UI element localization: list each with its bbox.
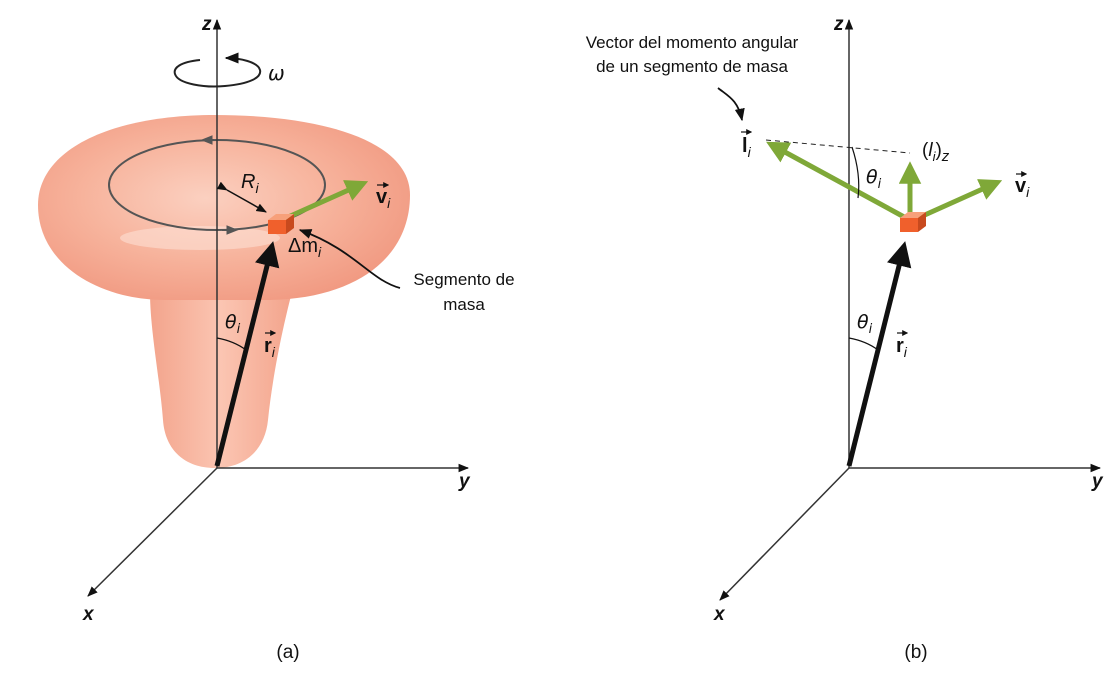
z-axis-label-b: z [833, 14, 844, 35]
x-axis [87, 467, 218, 597]
caption-b: (b) [904, 642, 927, 663]
y-axis-label-b: y [1091, 471, 1104, 492]
mass-callout-pointer [298, 229, 401, 289]
rigid-body [38, 115, 410, 468]
z-component-label: (li)z [922, 140, 950, 165]
angle-label-b-top: θi [866, 166, 882, 192]
mass-callout-line1: Segmento de [413, 270, 514, 289]
angular-momentum-label: li [742, 135, 752, 160]
angle-label-b-lower: θi [857, 311, 873, 337]
caption-a: (a) [276, 642, 299, 663]
panel-b: z y x Vector del momento angular de un s… [586, 14, 1104, 663]
angle-arc-b-lower [848, 337, 879, 351]
angle-arc [216, 337, 247, 351]
angle-label: θi [225, 311, 241, 337]
x-axis-label: x [82, 604, 95, 625]
x-axis-b [719, 467, 850, 601]
velocity-label-b: vi [1015, 175, 1030, 200]
position-label-b: ri [896, 335, 908, 360]
z-axis-label: z [201, 14, 212, 35]
angular-callout-pointer [717, 87, 745, 122]
position-label: ri [264, 335, 276, 360]
position-vector [214, 241, 280, 467]
y-axis-label: y [458, 471, 471, 492]
angular-callout-line1: Vector del momento angular [586, 33, 799, 52]
velocity-vector [284, 180, 369, 221]
radius-arrow [216, 181, 267, 213]
angular-callout-line2: de un segmento de masa [596, 57, 788, 76]
position-vector-b [846, 241, 912, 467]
omega-rotation-icon [173, 52, 262, 88]
panel-a: z y x ω Ri vi ri θi [38, 14, 515, 663]
x-axis-label-b: x [713, 604, 726, 625]
mass-segment-cube-b [900, 212, 926, 232]
mass-callout-line2: masa [443, 295, 485, 314]
radius-label: Ri [241, 171, 259, 196]
velocity-vector-b [916, 179, 1003, 221]
velocity-label: vi [376, 186, 391, 211]
omega-label: ω [268, 61, 285, 85]
mass-label: Δmi [288, 235, 322, 260]
angle-arc-b [851, 146, 860, 199]
angular-momentum-vector [766, 141, 908, 221]
projection-dashed-line [765, 139, 911, 154]
mass-segment-cube [268, 214, 294, 234]
